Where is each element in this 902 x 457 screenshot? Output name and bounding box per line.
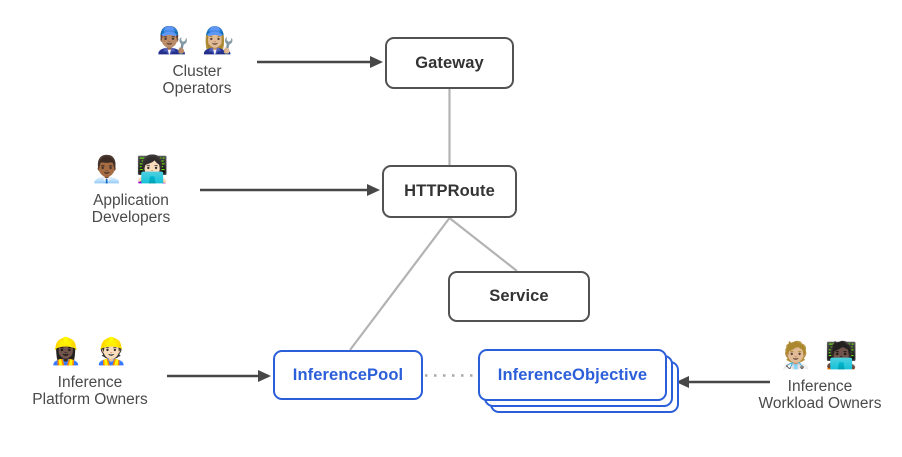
actor-cluster-operators-label: Cluster Operators [163, 63, 232, 97]
arrowhead-right-icon [367, 184, 380, 196]
edge-httproute-inferencepool [349, 217, 451, 351]
actor-inference-platform-owners-label: Inference Platform Owners [32, 374, 147, 408]
application-developers-emoji-icon: 👨🏾‍💼 👩🏻‍💻 [90, 154, 172, 184]
arrow-cluster-operators-to-gateway [257, 56, 383, 68]
actor-application-developers: 👨🏾‍💼 👩🏻‍💻 Application Developers [51, 153, 211, 226]
actor-label-line2: Platform Owners [32, 390, 148, 408]
node-service: Service [448, 271, 590, 322]
actor-inference-workload-owners-label: Inference Workload Owners [759, 378, 882, 412]
inference-workload-owners-emoji-icon: 🧑🏼‍⚕️ 🧑🏿‍💻 [779, 340, 861, 370]
inference-platform-owners-emoji-icon: 👷🏿‍♀️ 👷🏻 [49, 336, 131, 366]
edge-httproute-service [448, 217, 518, 272]
actor-label-line1: Application [93, 191, 169, 209]
actor-label-line1: Cluster [172, 62, 222, 80]
node-inference-pool: InferencePool [273, 350, 423, 400]
arrowhead-left-icon [676, 376, 689, 388]
actor-label-line1: Inference [787, 377, 853, 395]
actor-label-line1: Inference [57, 373, 123, 391]
actor-inference-workload-owners: 🧑🏼‍⚕️ 🧑🏿‍💻 Inference Workload Owners [740, 339, 900, 412]
node-httproute: HTTPRoute [382, 165, 517, 218]
arrowhead-right-icon [258, 370, 271, 382]
node-gateway: Gateway [385, 37, 514, 89]
arrow-application-developers-to-httproute [200, 184, 380, 196]
actor-label-line2: Workload Owners [758, 394, 882, 412]
actor-label-line2: Developers [91, 208, 171, 226]
arrow-workload-owners-to-inferenceobjective [676, 376, 770, 388]
node-inference-objective: InferenceObjective [478, 349, 667, 401]
actor-label-line2: Operators [162, 79, 232, 97]
actor-cluster-operators: 👨🏽‍🔧 👩🏼‍🔧 Cluster Operators [117, 24, 277, 97]
cluster-operators-emoji-icon: 👨🏽‍🔧 👩🏼‍🔧 [156, 25, 238, 55]
actor-application-developers-label: Application Developers [92, 192, 170, 226]
actor-inference-platform-owners: 👷🏿‍♀️ 👷🏻 Inference Platform Owners [10, 335, 170, 408]
arrow-platform-owners-to-inferencepool [167, 370, 271, 382]
arrowhead-right-icon [370, 56, 383, 68]
